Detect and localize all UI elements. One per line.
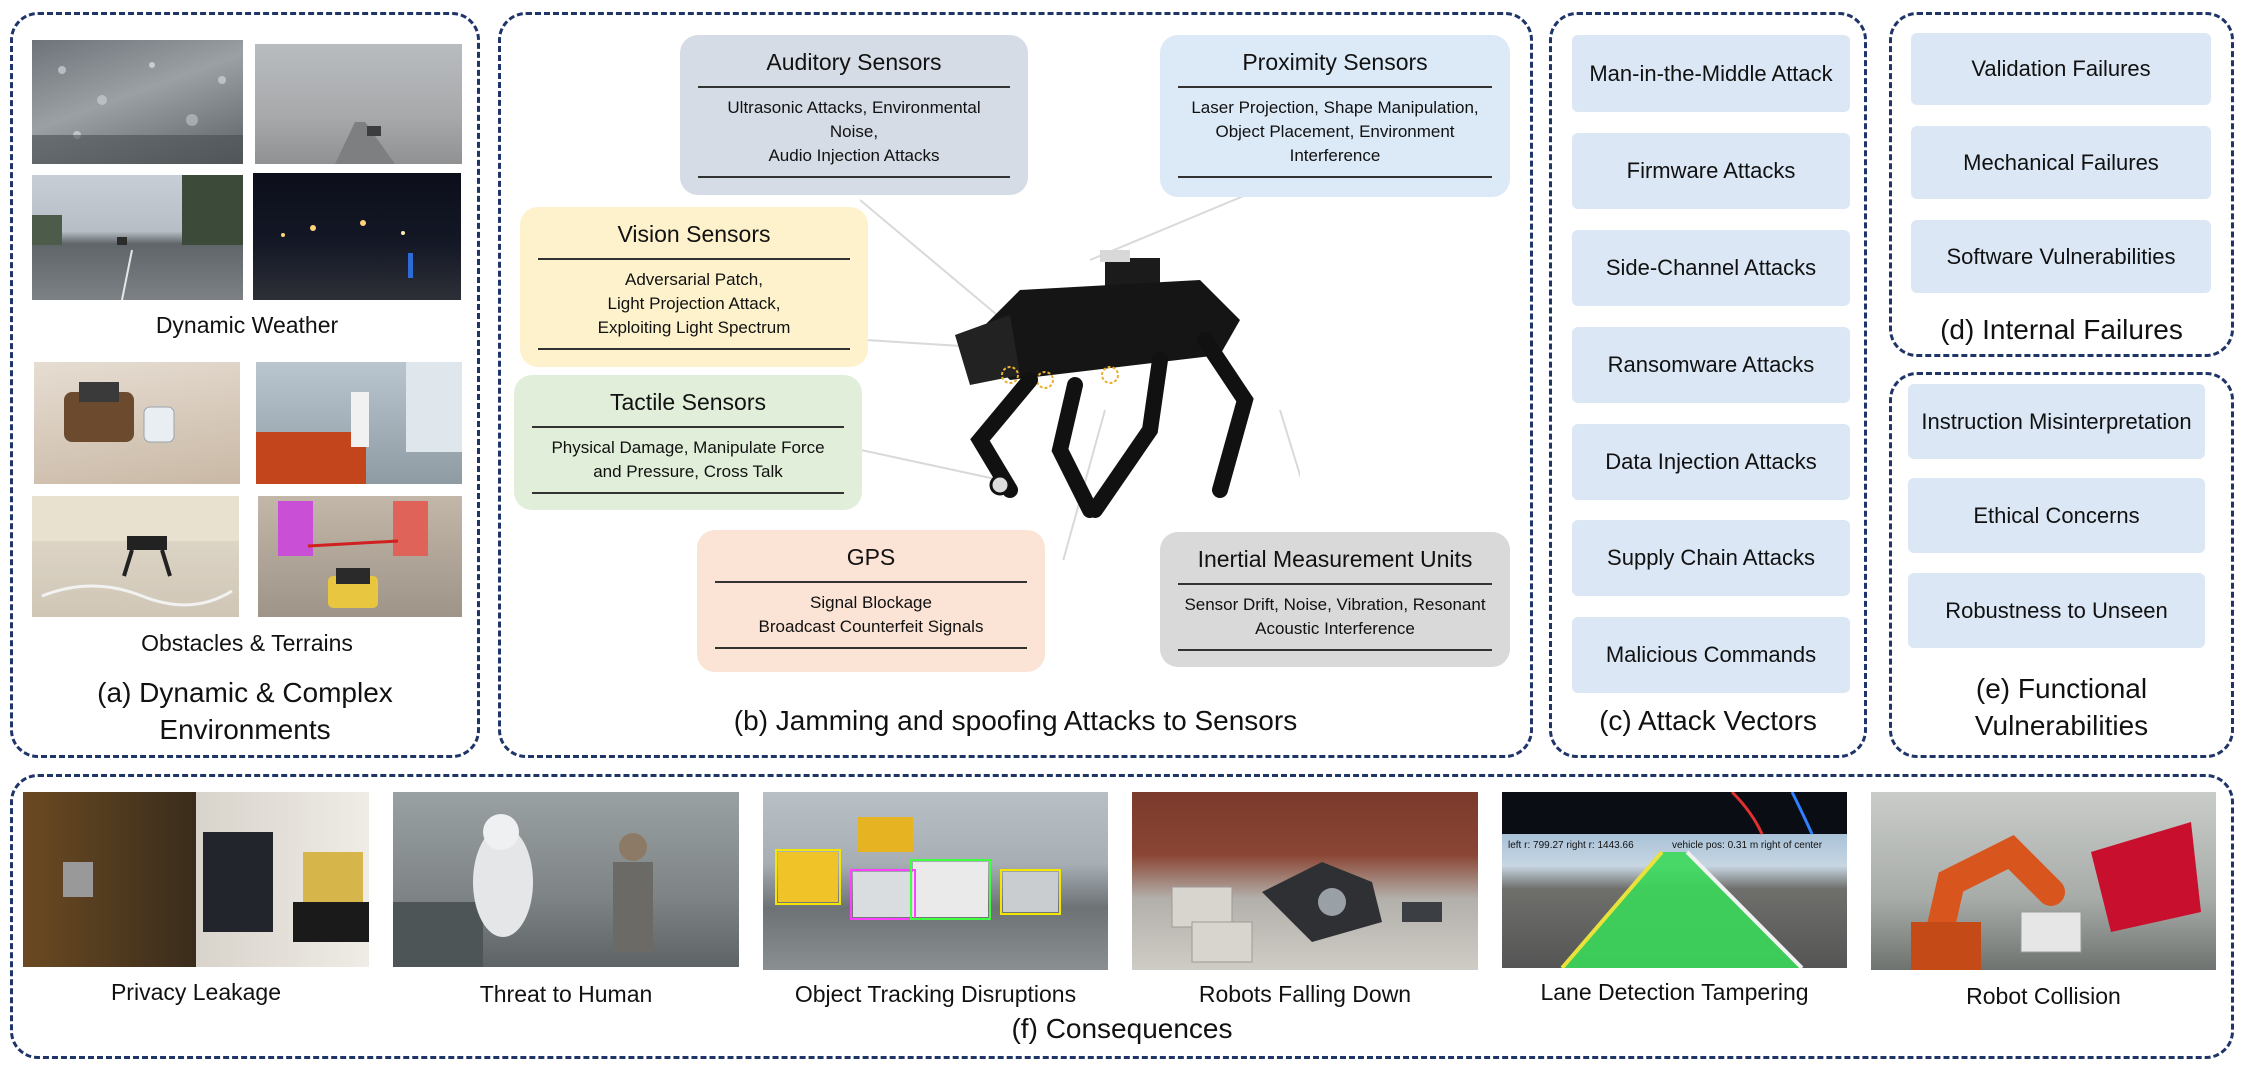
panel-b-caption: (b) Jamming and spoofing Attacks to Sens… [733, 705, 1298, 736]
attack-vector-data-injection: Data Injection Attacks [1572, 424, 1850, 500]
sensor-tactile-desc: Physical Damage, Manipulate Force and Pr… [532, 426, 844, 494]
robots-falling-graphic [1171, 862, 1442, 963]
internal-failure-validation: Validation Failures [1911, 33, 2211, 105]
panel-internal-failures [1889, 12, 2234, 357]
panel-a-caption-line2: Environments [159, 714, 331, 745]
sensor-proximity: Proximity Sensors Laser Projection, Shap… [1160, 35, 1510, 197]
sensor-gps: GPS Signal Blockage Broadcast Counterfei… [697, 530, 1045, 672]
photo-quadruped-cables [32, 496, 239, 617]
photo-privacy-leakage [23, 792, 369, 967]
attack-vector-side-channel: Side-Channel Attacks [1572, 230, 1850, 306]
consequence-threat-to-human: Threat to Human [479, 981, 653, 1007]
robot-collision-graphic [1911, 822, 2201, 970]
consequence-privacy-leakage: Privacy Leakage [110, 979, 282, 1005]
panel-functional-vulnerabilities [1889, 372, 2234, 758]
photo-small-robot [34, 362, 240, 484]
robot-dog-illustration [860, 180, 1300, 560]
lane-overlay-right-text: vehicle pos: 0.31 m right of center [1672, 840, 1823, 851]
attack-vector-firmware: Firmware Attacks [1572, 133, 1850, 209]
lane-overlay-left-text: left r: 799.27 right r: 1443.66 [1508, 840, 1634, 851]
panel-f-caption: (f) Consequences [1011, 1013, 1233, 1044]
photo-robots-falling [1132, 792, 1478, 970]
panel-e-caption-line2: Vulnerabilities [1974, 710, 2149, 741]
sensor-imu-desc: Sensor Drift, Noise, Vibration, Resonant… [1178, 583, 1492, 651]
panel-consequences [10, 774, 2234, 1059]
functional-vuln-robustness: Robustness to Unseen [1908, 573, 2205, 648]
privacy-leakage-graphic [63, 832, 369, 942]
attack-vector-supply-chain: Supply Chain Attacks [1572, 520, 1850, 596]
consequence-robots-falling: Robots Falling Down [1198, 981, 1412, 1007]
panel-e-caption-line1: (e) Functional [1975, 673, 2148, 704]
dynamic-weather-label: Dynamic Weather [155, 312, 339, 338]
photo-rainy-windshield [32, 40, 243, 164]
sensor-proximity-desc: Laser Projection, Shape Manipulation, Ob… [1178, 86, 1492, 178]
consequence-robot-collision: Robot Collision [1966, 983, 2121, 1009]
photo-object-tracking [763, 792, 1108, 970]
attack-vector-mitm: Man-in-the-Middle Attack [1572, 35, 1850, 112]
humanoid-lab-graphic [256, 362, 462, 484]
panel-a-caption-line1: (a) Dynamic & Complex [97, 677, 393, 708]
night-street-graphic [281, 220, 413, 278]
sensor-imu-title: Inertial Measurement Units [1197, 546, 1473, 572]
sensor-vision-title: Vision Sensors [617, 221, 771, 247]
consequence-lane-detection: Lane Detection Tampering [1540, 979, 1809, 1005]
pedestrian-robot-graphic [278, 501, 428, 608]
internal-failure-software: Software Vulnerabilities [1911, 220, 2211, 293]
sensor-tactile: Tactile Sensors Physical Damage, Manipul… [514, 375, 862, 510]
sensor-gps-desc: Signal Blockage Broadcast Counterfeit Si… [715, 581, 1027, 649]
sensor-gps-title: GPS [846, 544, 896, 570]
photo-foggy-road [255, 44, 462, 164]
panel-d-caption: (d) Internal Failures [1940, 314, 2183, 345]
photo-city-road [32, 175, 243, 300]
functional-vuln-ethical: Ethical Concerns [1908, 478, 2205, 553]
panel-sensor-attacks [498, 12, 1533, 758]
sensor-vision: Vision Sensors Adversarial Patch, Light … [520, 207, 868, 367]
lane-detection-graphic: left r: 799.27 right r: 1443.66 vehicle … [1508, 792, 1823, 968]
obstacles-terrains-label: Obstacles & Terrains [141, 630, 353, 656]
sensor-vision-desc: Adversarial Patch, Light Projection Atta… [538, 258, 850, 350]
panel-c-caption: (c) Attack Vectors [1599, 705, 1817, 736]
internal-failure-mechanical: Mechanical Failures [1911, 126, 2211, 199]
attack-vector-malicious-commands: Malicious Commands [1572, 617, 1850, 693]
consequence-object-tracking: Object Tracking Disruptions [794, 981, 1077, 1007]
object-tracking-graphic [775, 817, 1061, 920]
sensor-imu: Inertial Measurement Units Sensor Drift,… [1160, 532, 1510, 667]
photo-lane-detection: left r: 799.27 right r: 1443.66 vehicle … [1502, 792, 1847, 968]
attack-vector-ransomware: Ransomware Attacks [1572, 327, 1850, 403]
small-robot-graphic [64, 382, 175, 443]
photo-pedestrian-robot [258, 496, 462, 617]
city-road-graphic [32, 175, 243, 300]
threat-to-human-graphic [393, 814, 653, 967]
sensor-tactile-title: Tactile Sensors [610, 389, 766, 415]
sensor-auditory-title: Auditory Sensors [766, 49, 942, 75]
sensor-auditory-desc: Ultrasonic Attacks, Environmental Noise,… [698, 86, 1010, 178]
quadruped-cables-graphic [32, 496, 239, 607]
functional-vuln-instruction: Instruction Misinterpretation [1908, 384, 2205, 459]
rain-drops-graphic [32, 62, 243, 164]
photo-robot-collision [1871, 792, 2216, 970]
sensor-proximity-title: Proximity Sensors [1242, 49, 1428, 75]
photo-threat-to-human [393, 792, 739, 967]
photo-night-street [253, 173, 461, 300]
photo-humanoid-lab [256, 362, 462, 484]
fog-road-graphic [335, 122, 395, 164]
sensor-auditory: Auditory Sensors Ultrasonic Attacks, Env… [680, 35, 1028, 195]
panel-attack-vectors [1549, 12, 1867, 758]
panel-dynamic-environments [10, 12, 480, 758]
